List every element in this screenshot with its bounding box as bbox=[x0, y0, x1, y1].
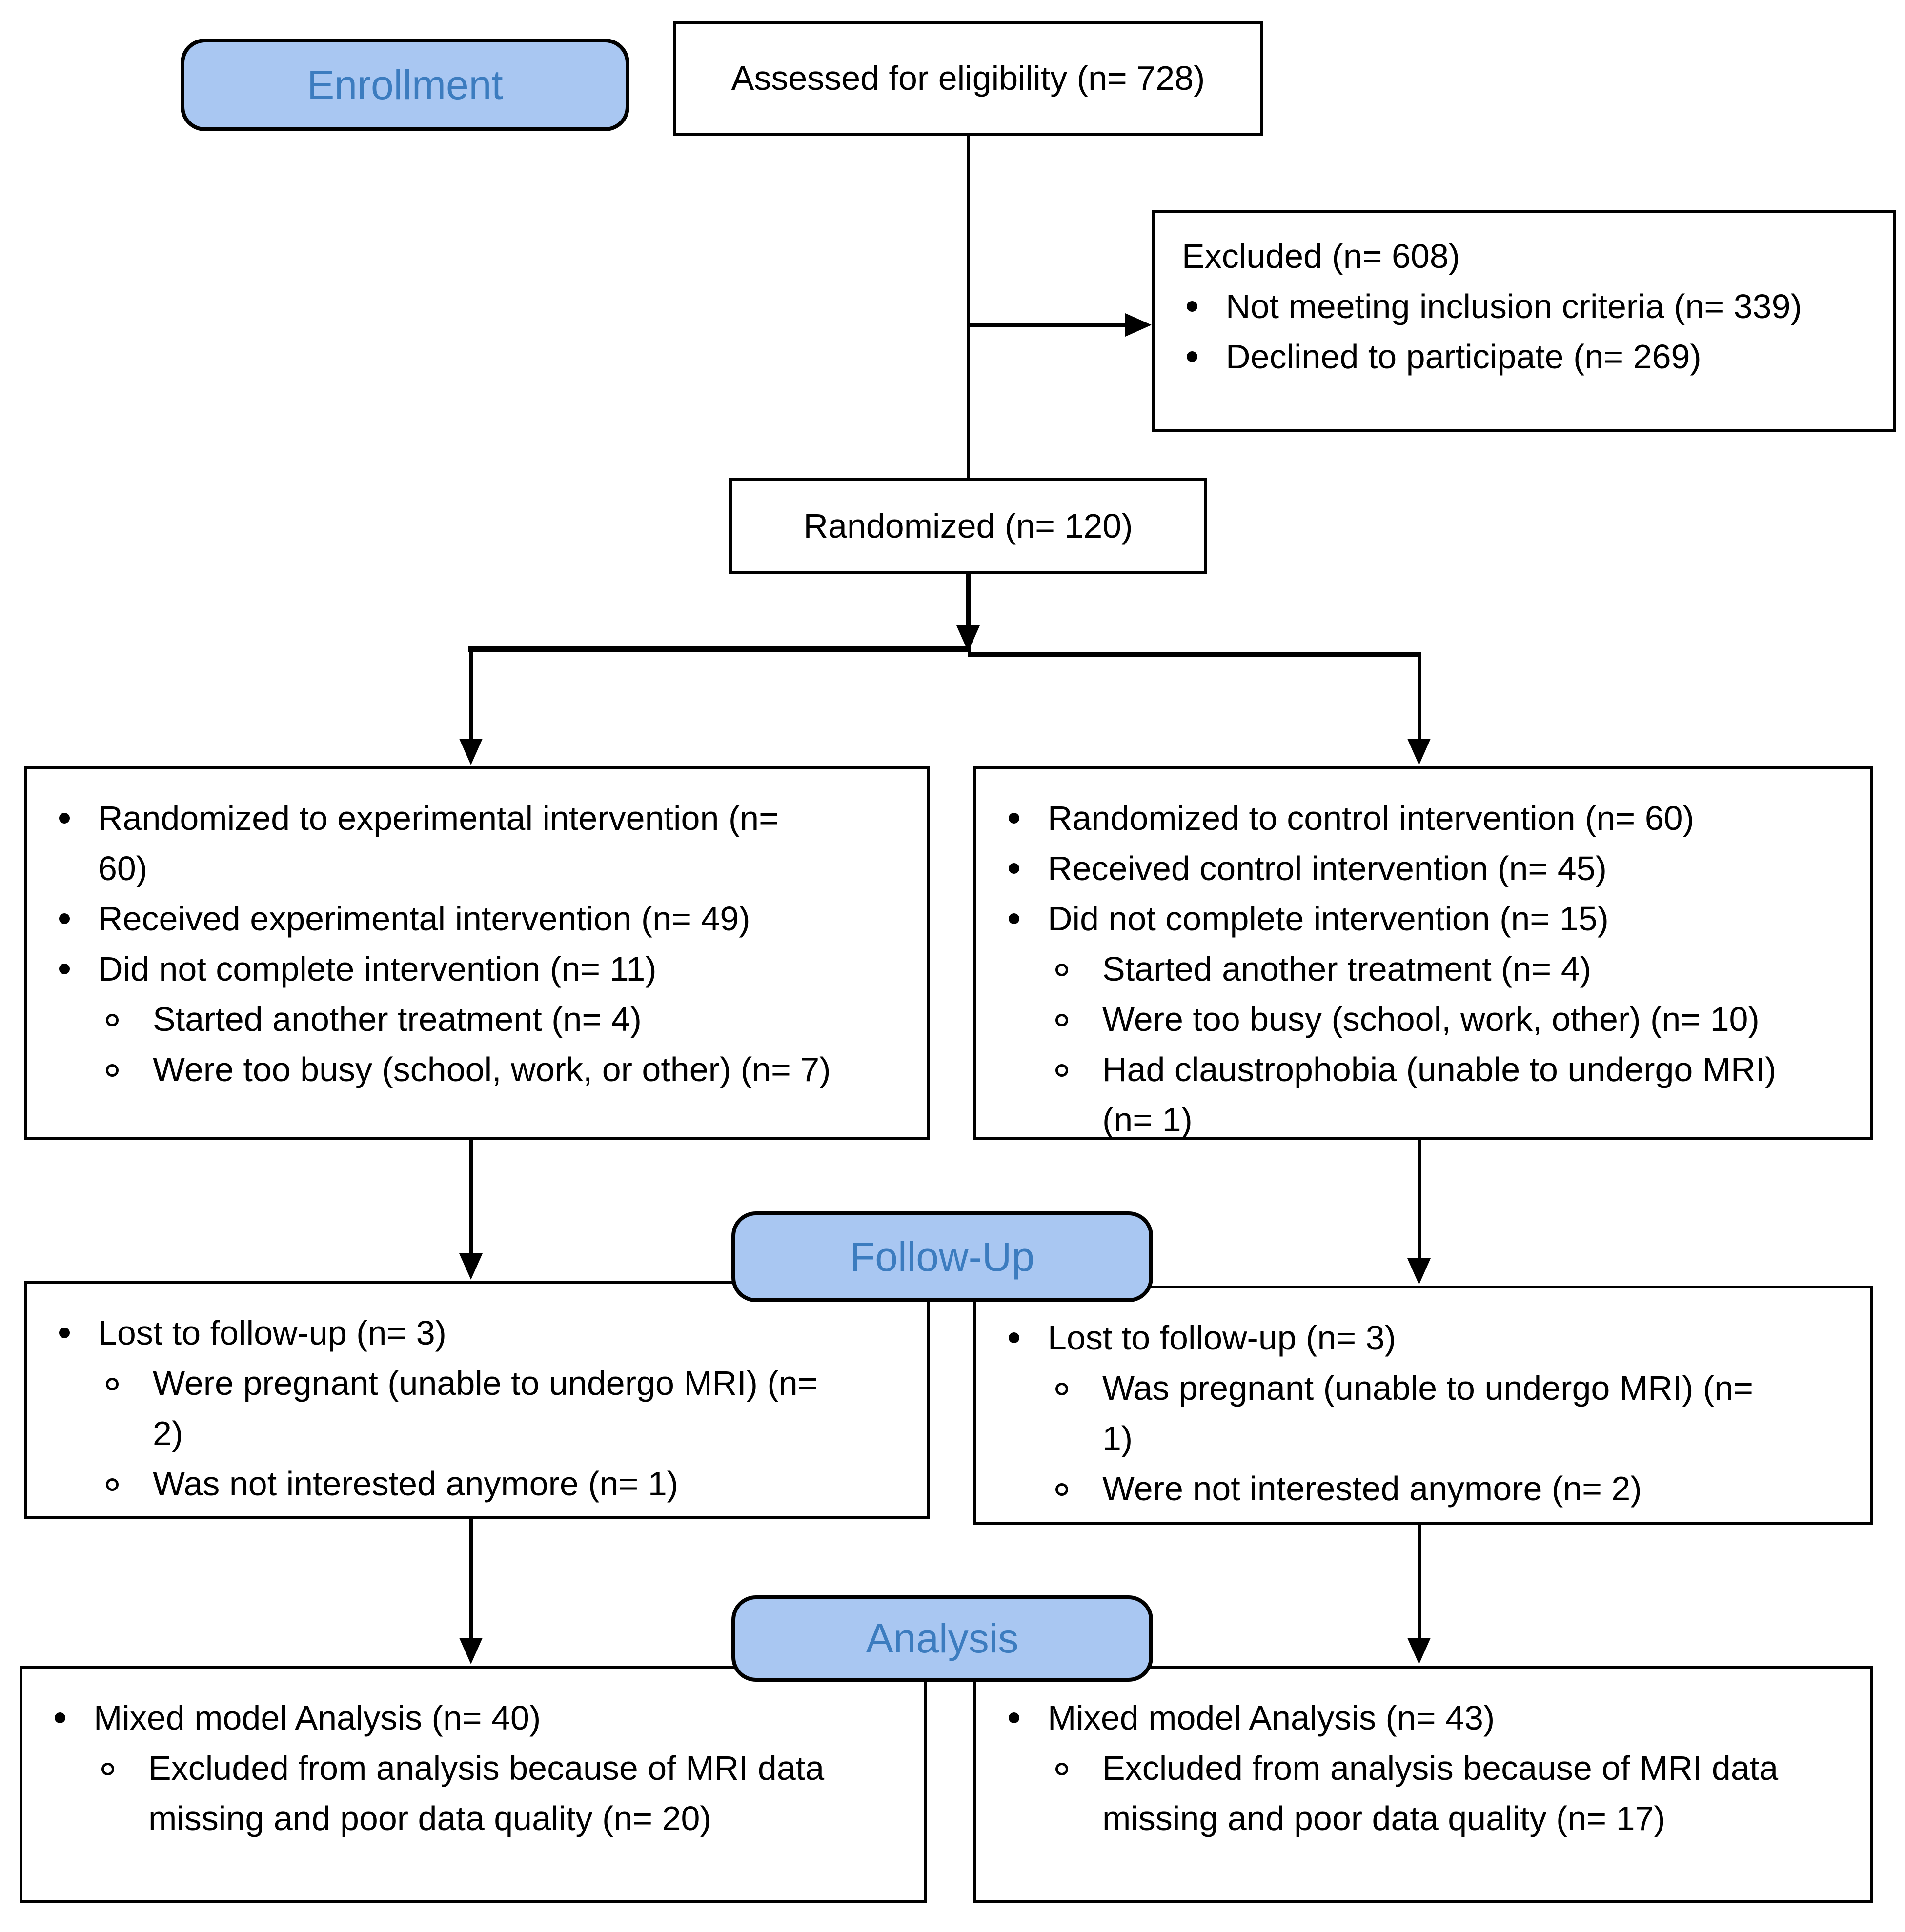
experimental-analysis-content: Mixed model Analysis (n= 40)Excluded fro… bbox=[22, 1669, 924, 1844]
arrow-into-control-followup bbox=[1407, 1258, 1431, 1285]
flow-box-line: missing and poor data quality (n= 17) bbox=[1102, 1799, 1665, 1837]
control-arm-box: Randomized to control intervention (n= 6… bbox=[973, 766, 1873, 1140]
line-experimental-followup-to-analysis bbox=[469, 1519, 473, 1639]
enrollment-stage-label: Enrollment bbox=[181, 39, 629, 131]
line-experimental-arm-to-followup bbox=[469, 1140, 473, 1255]
arrow-into-experimental-followup bbox=[459, 1253, 483, 1280]
experimental-arm-box: Randomized to experimental intervention … bbox=[24, 766, 930, 1140]
flow-box-line: Were too busy (school, work, or other) (… bbox=[27, 1045, 912, 1095]
line-branch-to-excluded bbox=[967, 323, 1128, 327]
flow-box-line: Excluded from analysis because of MRI da… bbox=[976, 1743, 1855, 1793]
flow-box-line: Received experimental intervention (n= 4… bbox=[27, 894, 912, 944]
split-line-left bbox=[468, 646, 971, 652]
flow-box-line: Mixed model Analysis (n= 40) bbox=[22, 1693, 910, 1743]
arrow-into-experimental-analysis bbox=[459, 1638, 483, 1664]
split-line-right bbox=[968, 652, 1421, 657]
control-analysis-box: Mixed model Analysis (n= 43)Excluded fro… bbox=[973, 1666, 1873, 1903]
assessed-for-eligibility-text: Assessed for eligibility (n= 728) bbox=[731, 59, 1205, 97]
flow-box-line: 1) bbox=[1102, 1419, 1133, 1457]
flow-box-line: Excluded (n= 608) bbox=[1182, 237, 1460, 275]
flow-box-line: Mixed model Analysis (n= 43) bbox=[976, 1693, 1855, 1743]
line-split-to-experimental bbox=[469, 649, 473, 740]
experimental-followup-box: Lost to follow-up (n= 3)Were pregnant (u… bbox=[24, 1281, 930, 1519]
arrow-into-excluded-box bbox=[1125, 313, 1152, 337]
line-assessed-to-randomized bbox=[967, 136, 970, 478]
excluded-box-content: Excluded (n= 608) Not meeting inclusion c… bbox=[1155, 213, 1893, 382]
flow-box-line: 60) bbox=[98, 849, 148, 887]
followup-stage-label: Follow-Up bbox=[731, 1211, 1153, 1302]
assessed-for-eligibility-box: Assessed for eligibility (n= 728) bbox=[673, 21, 1263, 136]
line-randomized-to-split bbox=[966, 574, 971, 628]
experimental-followup-content: Lost to follow-up (n= 3)Were pregnant (u… bbox=[27, 1284, 927, 1509]
flow-box-line: Did not complete intervention (n= 15) bbox=[976, 894, 1855, 944]
flow-box-line: Were pregnant (unable to undergo MRI) (n… bbox=[27, 1358, 912, 1409]
excluded-box: Excluded (n= 608) Not meeting inclusion c… bbox=[1152, 210, 1896, 432]
flow-box-line: Lost to follow-up (n= 3) bbox=[27, 1308, 912, 1358]
flow-box-line: Were too busy (school, work, other) (n= … bbox=[976, 994, 1855, 1045]
control-followup-box: Lost to follow-up (n= 3)Was pregnant (un… bbox=[973, 1286, 1873, 1525]
control-arm-content: Randomized to control intervention (n= 6… bbox=[976, 769, 1870, 1145]
flow-box-line: 2) bbox=[153, 1414, 183, 1452]
arrow-into-experimental-arm bbox=[459, 739, 483, 765]
flow-box-line: missing and poor data quality (n= 20) bbox=[148, 1799, 711, 1837]
randomized-box: Randomized (n= 120) bbox=[729, 478, 1207, 574]
flow-box-line: (n= 1) bbox=[1102, 1101, 1193, 1139]
flow-box-line: Randomized to control intervention (n= 6… bbox=[976, 793, 1855, 844]
flow-box-line: Started another treatment (n= 4) bbox=[27, 994, 912, 1045]
control-analysis-content: Mixed model Analysis (n= 43)Excluded fro… bbox=[976, 1669, 1870, 1844]
control-followup-content: Lost to follow-up (n= 3)Was pregnant (un… bbox=[976, 1288, 1870, 1514]
flow-box-line: Started another treatment (n= 4) bbox=[976, 944, 1855, 994]
flow-box-line: Received control intervention (n= 45) bbox=[976, 844, 1855, 894]
line-control-arm-to-followup bbox=[1418, 1140, 1421, 1259]
line-split-to-control bbox=[1418, 654, 1421, 740]
flow-box-line: Was pregnant (unable to undergo MRI) (n= bbox=[976, 1363, 1855, 1413]
randomized-text: Randomized (n= 120) bbox=[803, 507, 1133, 545]
enrollment-stage-text: Enrollment bbox=[307, 61, 503, 108]
arrow-into-control-arm bbox=[1407, 739, 1431, 765]
flow-box-line: Was not interested anymore (n= 1) bbox=[27, 1459, 912, 1509]
flow-box-line: Declined to participate (n= 269) bbox=[1155, 332, 1878, 382]
flow-box-line: Excluded from analysis because of MRI da… bbox=[22, 1743, 910, 1793]
flow-box-line: Did not complete intervention (n= 11) bbox=[27, 944, 912, 994]
experimental-analysis-box: Mixed model Analysis (n= 40)Excluded fro… bbox=[20, 1666, 927, 1903]
flow-box-line: Not meeting inclusion criteria (n= 339) bbox=[1155, 282, 1878, 332]
flow-box-line: Lost to follow-up (n= 3) bbox=[976, 1313, 1855, 1363]
experimental-arm-content: Randomized to experimental intervention … bbox=[27, 769, 927, 1095]
analysis-stage-text: Analysis bbox=[866, 1615, 1019, 1661]
flow-box-line: Were not interested anymore (n= 2) bbox=[976, 1464, 1855, 1514]
analysis-stage-label: Analysis bbox=[731, 1595, 1153, 1682]
followup-stage-text: Follow-Up bbox=[850, 1233, 1035, 1280]
flow-box-line: Had claustrophobia (unable to undergo MR… bbox=[976, 1045, 1855, 1095]
arrow-into-control-analysis bbox=[1407, 1638, 1431, 1664]
line-control-followup-to-analysis bbox=[1418, 1525, 1421, 1639]
flow-box-line: Randomized to experimental intervention … bbox=[27, 793, 912, 844]
